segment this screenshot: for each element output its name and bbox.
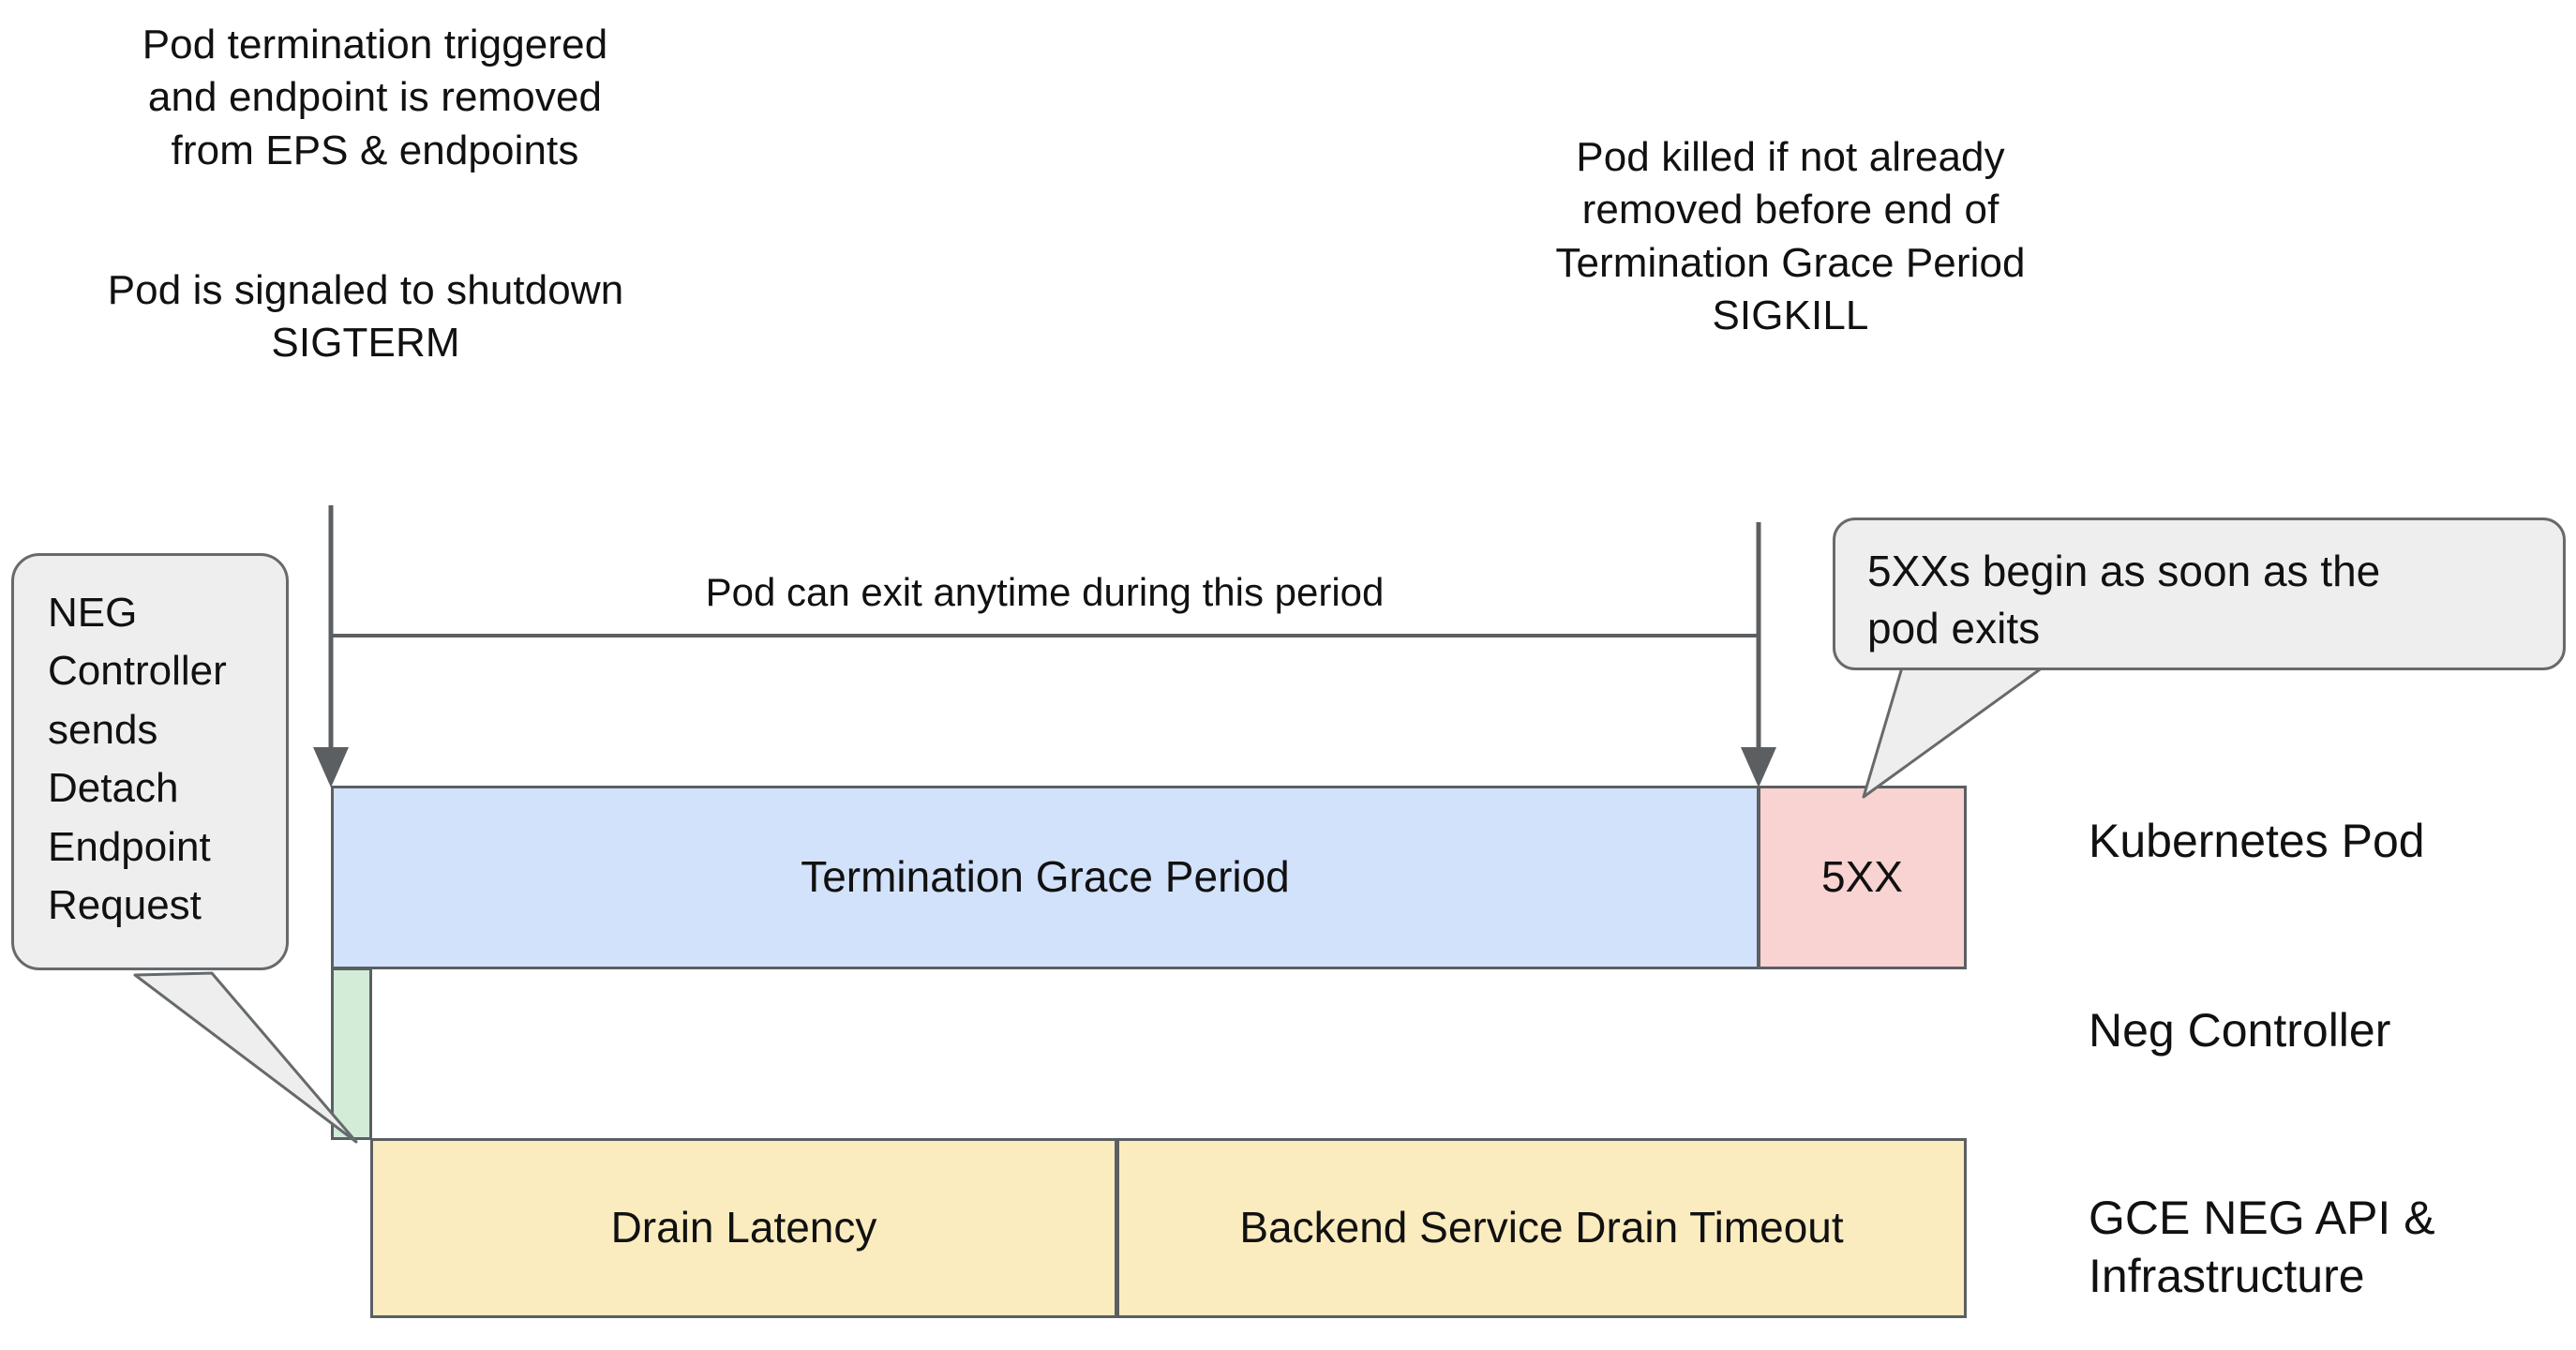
- bar-label-termination-grace-period: Termination Grace Period: [801, 852, 1290, 902]
- note-pod-termination-triggered: Pod termination triggered and endpoint i…: [142, 22, 608, 173]
- bar-label-backend-service-drain-timeout: Backend Service Drain Timeout: [1239, 1203, 1844, 1252]
- bar-5xx: 5XX: [1758, 786, 1967, 969]
- callout-tail-neg-controller: [133, 971, 358, 1144]
- row-label-kubernetes-pod: Kubernetes Pod: [2089, 815, 2425, 867]
- callout-neg-controller: NEG Controller sends Detach Endpoint Req…: [11, 553, 289, 970]
- note-pod-killed-sigkill: Pod killed if not already removed before…: [1555, 134, 2026, 338]
- bar-label-5xx: 5XX: [1821, 852, 1903, 902]
- arrow-down-grace-period-end: [1741, 522, 1776, 788]
- row-label-gce-neg-api-infrastructure: GCE NEG API & Infrastructure: [2089, 1192, 2435, 1302]
- row-label-neg-controller: Neg Controller: [2089, 1004, 2391, 1057]
- callout-5xx-text: 5XXs begin as soon as the pod exits: [1867, 547, 2381, 652]
- bar-drain-latency: Drain Latency: [370, 1138, 1117, 1318]
- bar-termination-grace-period: Termination Grace Period: [331, 786, 1760, 969]
- callout-tail-5xx: [1862, 656, 2055, 799]
- period-caption: Pod can exit anytime during this period: [705, 570, 1385, 614]
- bar-neg-detach: [331, 968, 372, 1140]
- callout-5xx: 5XXs begin as soon as the pod exits: [1833, 518, 2566, 670]
- bar-backend-service-drain-timeout: Backend Service Drain Timeout: [1116, 1138, 1967, 1318]
- period-span-line: [331, 634, 1759, 638]
- note-pod-signaled-sigterm: Pod is signaled to shutdown SIGTERM: [107, 267, 624, 367]
- callout-neg-controller-text: NEG Controller sends Detach Endpoint Req…: [48, 590, 227, 929]
- arrow-down-termination-start: [313, 505, 349, 788]
- bar-label-drain-latency: Drain Latency: [610, 1203, 877, 1252]
